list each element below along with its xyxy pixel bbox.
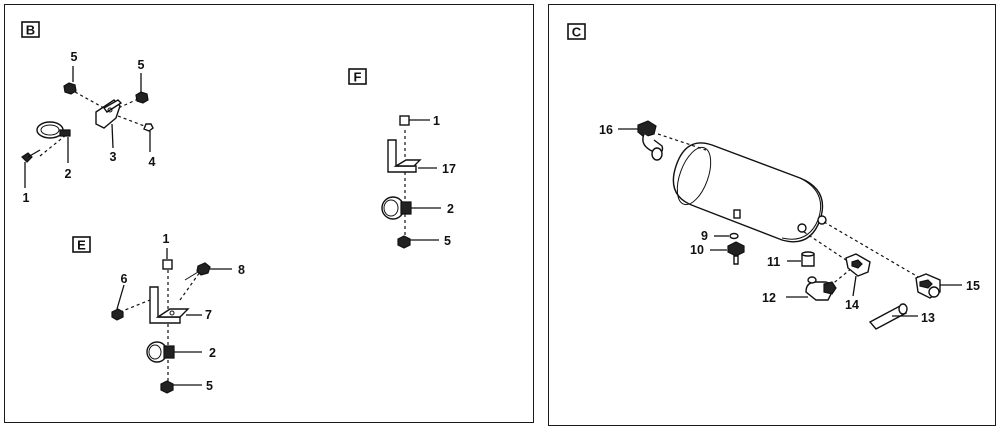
bolt-1-e (162, 248, 173, 270)
section-c-label: C (572, 25, 582, 40)
callout-f-5: 5 (444, 234, 451, 248)
section-f: F 1 17 2 5 (348, 68, 456, 249)
callout-b-5a: 5 (71, 50, 78, 64)
elbow-14 (845, 253, 871, 297)
section-e-label: E (77, 238, 86, 253)
nut-5-right (135, 73, 149, 104)
bolt-1-f (399, 115, 430, 126)
washer-9 (714, 232, 739, 240)
callout-e-5: 5 (206, 379, 213, 393)
callout-f-1: 1 (433, 114, 440, 128)
callout-f-2: 2 (447, 202, 454, 216)
callout-c-12: 12 (762, 291, 776, 305)
section-f-box (348, 68, 367, 85)
callout-c-10: 10 (690, 243, 704, 257)
clamp-2-f (381, 196, 441, 220)
elbow-15 (915, 273, 962, 299)
section-f-label: F (354, 70, 362, 85)
callout-c-9: 9 (701, 229, 708, 243)
callout-e-1: 1 (163, 232, 170, 246)
section-b-label: B (26, 23, 35, 38)
callout-c-16: 16 (599, 123, 613, 137)
nut-5-left (63, 66, 77, 95)
section-c: C (567, 23, 980, 330)
nut-5-e (160, 380, 202, 394)
sleeve-11 (787, 251, 815, 267)
bracket-3 (95, 99, 123, 149)
callout-e-2: 2 (209, 346, 216, 360)
callout-e-6: 6 (121, 272, 128, 286)
section-b-box (21, 21, 40, 38)
left-diagram-panel (4, 4, 534, 423)
callout-b-4: 4 (149, 155, 156, 169)
section-e: E (72, 232, 245, 394)
bracket-17 (387, 139, 437, 173)
callout-c-11: 11 (767, 255, 780, 269)
bolt-1 (21, 149, 41, 188)
nut-5-f (397, 235, 439, 249)
callout-c-13: 13 (921, 311, 935, 325)
callout-b-5b: 5 (138, 58, 145, 72)
drain-valve-10 (710, 241, 745, 265)
callout-b-2: 2 (65, 167, 72, 181)
hose-13 (868, 303, 918, 330)
air-tank (672, 142, 827, 243)
clamp-2-e (146, 341, 202, 363)
callout-b-1: 1 (23, 191, 30, 205)
callout-f-17: 17 (442, 162, 456, 176)
bracket-7 (149, 286, 202, 324)
screw-4 (143, 123, 154, 152)
fitting-16 (618, 120, 664, 161)
bolt-8 (184, 262, 232, 281)
callout-c-14: 14 (845, 298, 859, 312)
section-b: B (21, 21, 156, 205)
nut-6 (111, 284, 125, 321)
callout-b-3: 3 (110, 150, 117, 164)
callout-e-8: 8 (238, 263, 245, 277)
section-c-box (567, 23, 586, 40)
section-e-box (72, 236, 91, 253)
elbow-12 (786, 276, 837, 301)
callout-e-7: 7 (205, 308, 212, 322)
callout-c-15: 15 (966, 279, 980, 293)
clamp-2 (36, 121, 71, 163)
